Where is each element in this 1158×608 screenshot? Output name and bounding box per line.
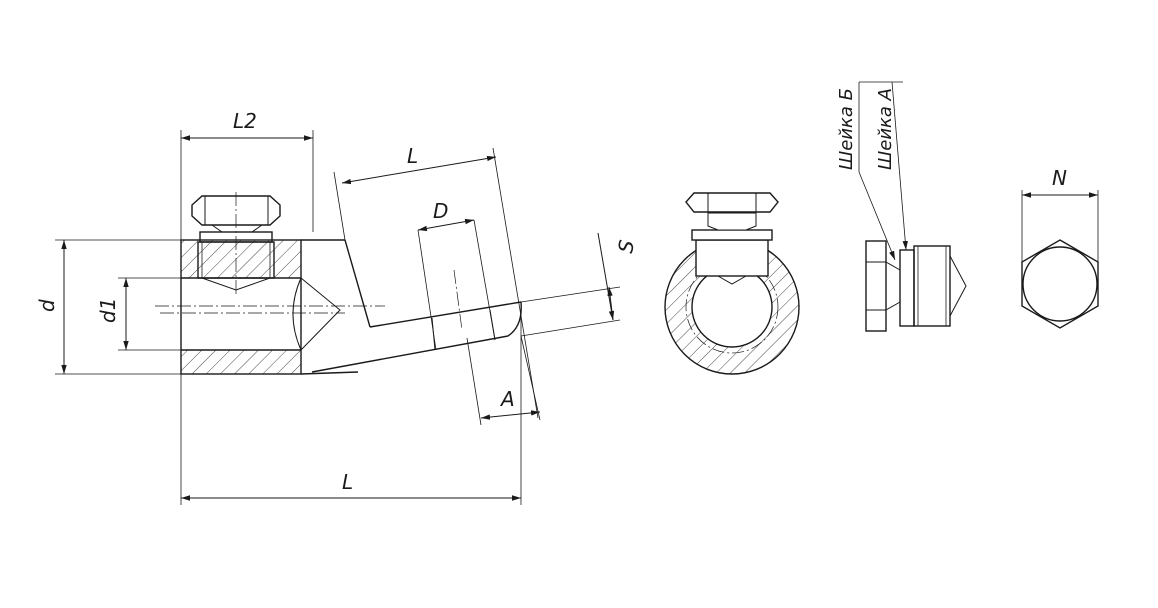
dim-label-a: A bbox=[499, 387, 515, 411]
note-neck-b: Шейка Б bbox=[836, 88, 857, 170]
dim-label-n: N bbox=[1052, 166, 1067, 190]
inclined-arm bbox=[300, 219, 522, 375]
dim-label-d-outer: d bbox=[35, 299, 59, 312]
hexagon-end-view bbox=[1021, 190, 1099, 329]
dim-label-l-incline: L bbox=[407, 144, 418, 168]
dim-label-l-total: L bbox=[342, 470, 353, 494]
dim-label-d1: d1 bbox=[96, 298, 120, 323]
dimension-lines bbox=[61, 135, 615, 501]
main-section-view bbox=[55, 130, 621, 505]
bolt-side-view bbox=[858, 81, 967, 332]
centerlines bbox=[155, 192, 463, 331]
drill-cone bbox=[300, 277, 341, 351]
note-neck-a: Шейка А bbox=[875, 88, 896, 170]
dim-label-s: S bbox=[613, 238, 639, 255]
dim-label-d-hole: D bbox=[433, 199, 448, 223]
side-view-ring bbox=[664, 192, 800, 375]
dim-label-l2: L2 bbox=[233, 109, 257, 133]
extension-lines bbox=[55, 130, 621, 505]
sleeve-body-section bbox=[180, 239, 345, 375]
